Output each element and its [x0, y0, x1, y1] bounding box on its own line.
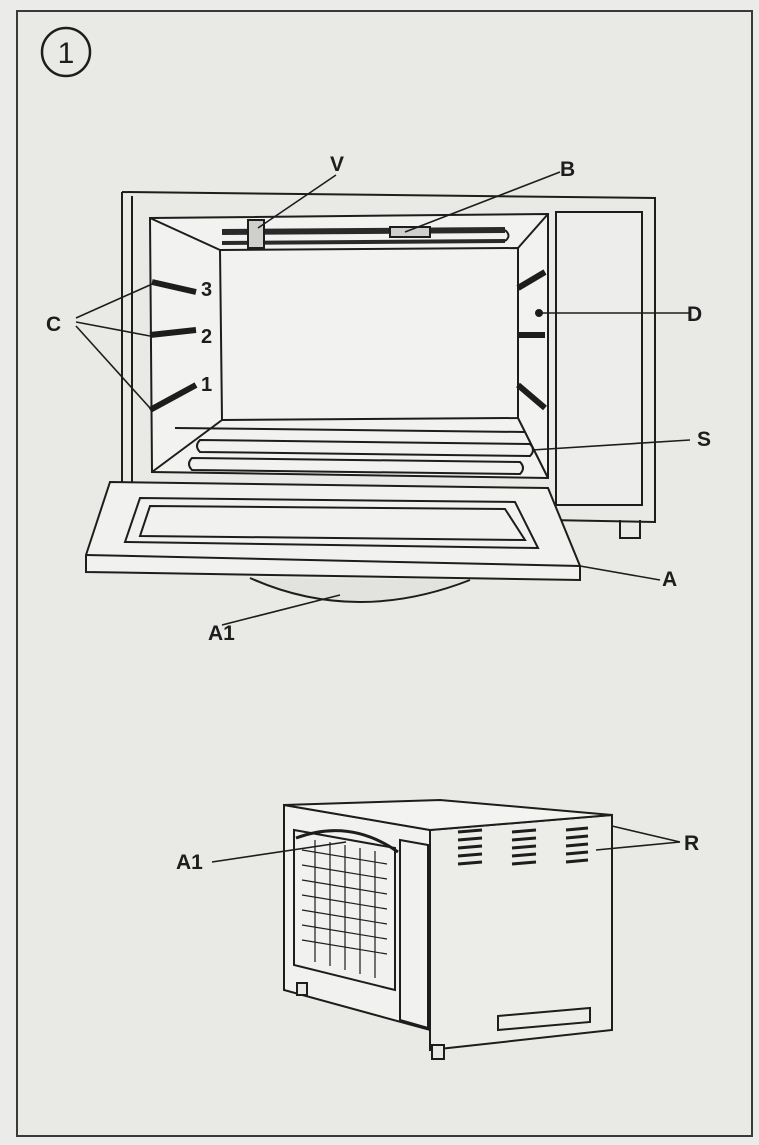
label-c: C — [46, 313, 61, 336]
label-shelf-1: 1 — [201, 374, 212, 396]
oven-closed-view — [283, 798, 613, 1060]
label-a1-bottom: A1 — [176, 851, 203, 874]
step-number: 1 — [58, 37, 75, 70]
oven-open-view — [85, 191, 656, 603]
label-b: B — [560, 158, 575, 181]
lower-callouts — [211, 825, 681, 863]
label-a: A — [662, 568, 677, 591]
label-v: V — [330, 153, 344, 176]
label-shelf-3: 3 — [201, 279, 212, 301]
label-r: R — [684, 832, 699, 855]
label-d: D — [687, 303, 702, 326]
label-s: S — [697, 428, 711, 451]
upper-callouts — [75, 171, 691, 626]
step-badge: 1 — [40, 26, 92, 78]
label-shelf-2: 2 — [201, 326, 212, 348]
label-a1-top: A1 — [208, 622, 235, 645]
